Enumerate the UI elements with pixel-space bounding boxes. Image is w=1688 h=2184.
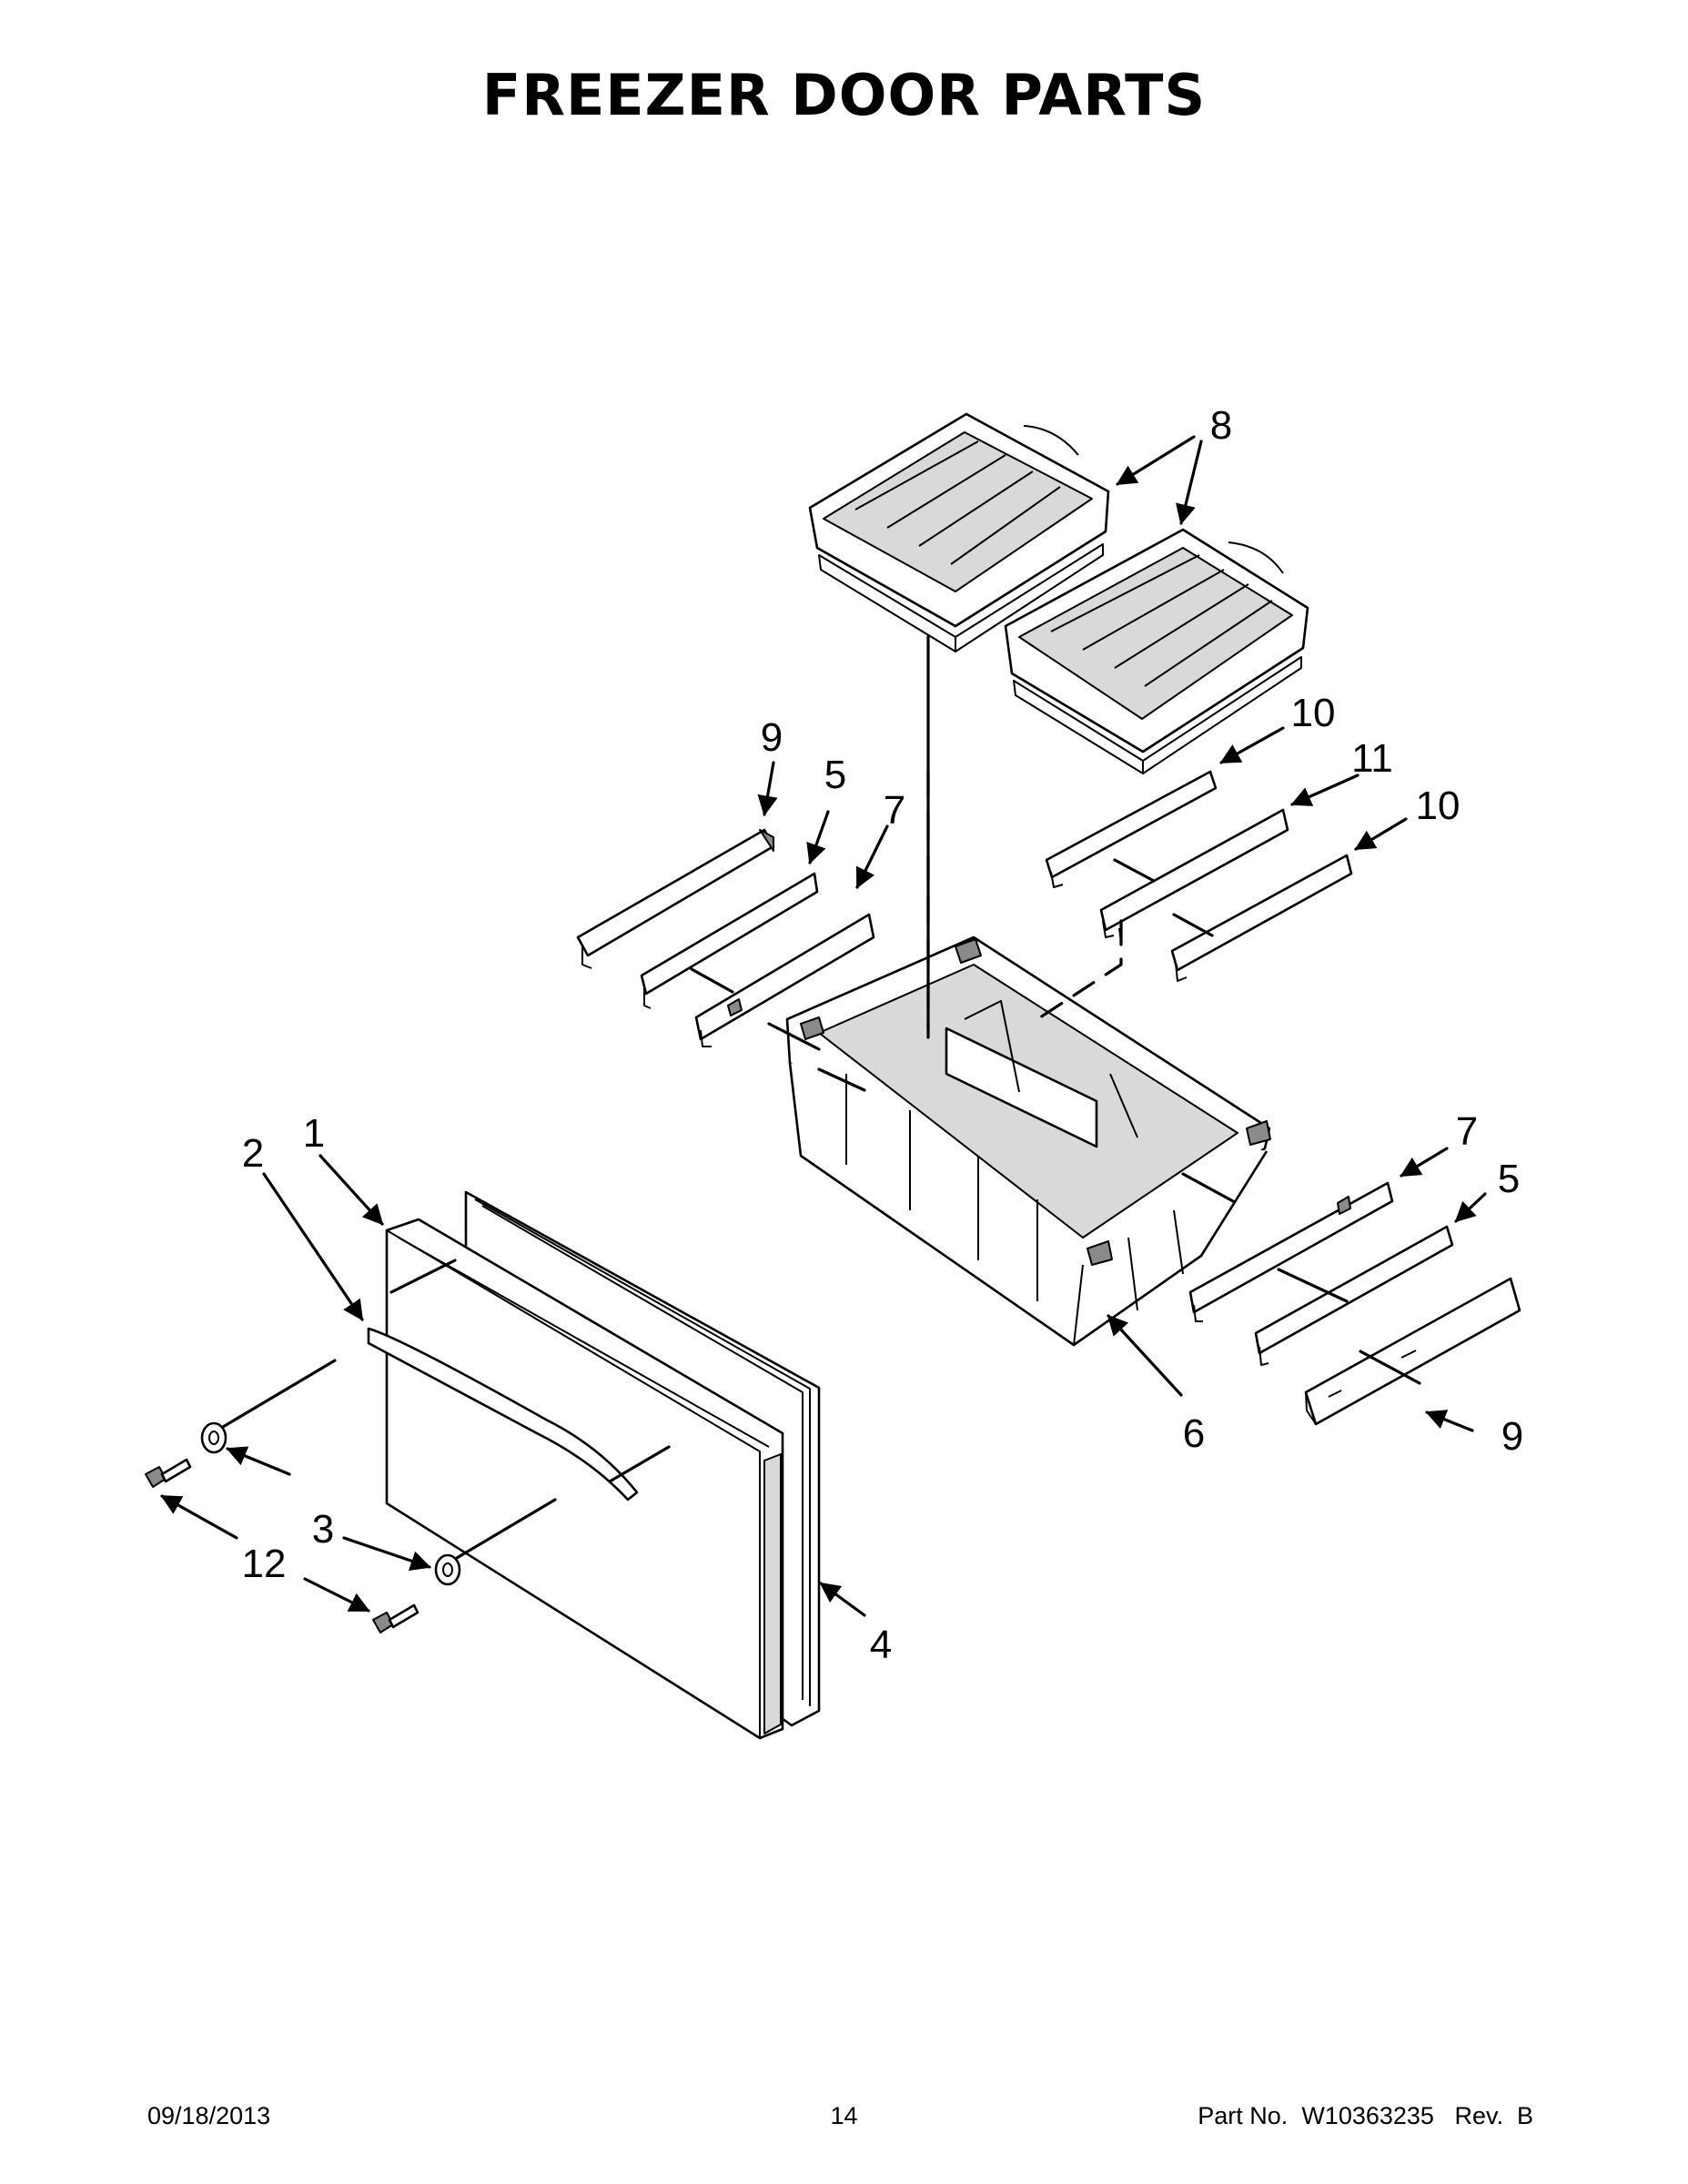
callout-10-bottom: 10	[1416, 784, 1461, 828]
callout-5-right: 5	[1498, 1157, 1520, 1201]
handle-spacer-3-lower	[434, 1553, 461, 1586]
callout-4: 4	[870, 1623, 892, 1667]
left-slide-rail-7	[694, 913, 875, 1047]
callout-7-left: 7	[884, 788, 905, 833]
left-rail-cover-9	[576, 828, 775, 969]
footer-part-number: Part No. W10363235 Rev. B	[1198, 2102, 1533, 2130]
left-slide-rail-5	[640, 872, 819, 1009]
handle-screw-12-upper	[145, 1458, 192, 1488]
footer-page-number: 14	[830, 2102, 858, 2129]
callout-9-right: 9	[1501, 1414, 1523, 1459]
rev-label: Rev.	[1454, 2102, 1503, 2129]
lower-rail-7	[1188, 1181, 1394, 1322]
handle-screw-12-lower	[372, 1603, 419, 1633]
callout-9-left: 9	[761, 715, 783, 760]
callout-8: 8	[1210, 403, 1232, 448]
callout-1: 1	[303, 1111, 325, 1156]
lower-rail-5	[1254, 1225, 1454, 1366]
part-number: W10363235	[1301, 2102, 1434, 2129]
callout-6: 6	[1183, 1411, 1205, 1456]
rev-value: B	[1516, 2102, 1533, 2129]
callout-5-left: 5	[824, 753, 846, 797]
upper-rail-10-top	[1045, 770, 1218, 888]
callout-12: 12	[242, 1542, 287, 1586]
upper-rail-10-bottom	[1170, 854, 1353, 982]
callout-7-right: 7	[1456, 1109, 1478, 1154]
page-title: FREEZER DOOR PARTS	[481, 62, 1207, 128]
assembly-lines	[221, 635, 1421, 1560]
door-handle-2	[367, 1327, 639, 1502]
upper-basket-left	[808, 412, 1110, 652]
callout-3: 3	[312, 1507, 334, 1552]
callout-11: 11	[1351, 736, 1393, 781]
part-label: Part No.	[1198, 2102, 1289, 2129]
callout-numbers: 1 2 3 4 5 5 6 7 7 8 9 9 10 10 11 12	[242, 403, 1524, 1667]
leader-arrows	[160, 435, 1487, 1617]
upper-basket-right	[1004, 528, 1309, 774]
callout-2: 2	[242, 1131, 264, 1176]
handle-spacer-3-upper	[200, 1421, 227, 1454]
freezer-door-1	[385, 1218, 784, 1740]
lower-rail-cover-9	[1304, 1277, 1521, 1426]
main-freezer-basket	[785, 935, 1271, 1347]
callout-10-top: 10	[1291, 691, 1336, 735]
footer-date: 09/18/2013	[147, 2102, 271, 2129]
